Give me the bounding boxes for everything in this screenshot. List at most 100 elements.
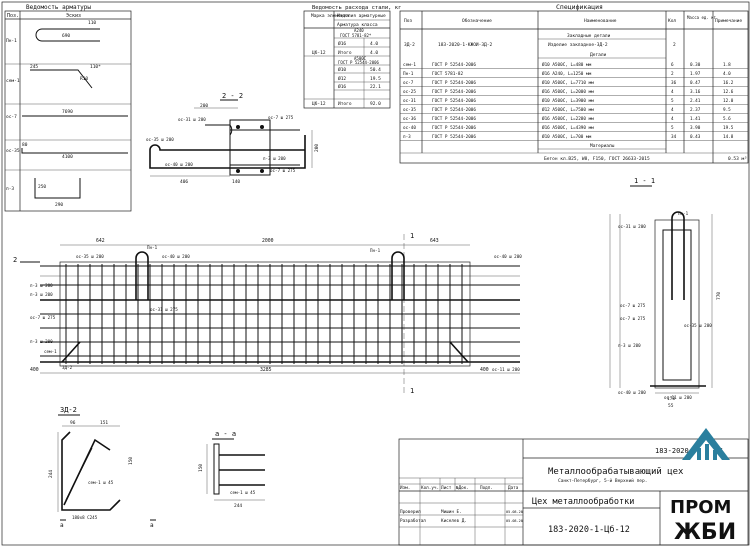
section-1-1: 1 - 1 178 55 770 Пн-1 ос-31 ш 200 ос-7 ш… [609, 177, 722, 409]
svg-text:ос-35 ш 200: ос-35 ш 200 [76, 254, 104, 259]
spec-cell-note: 14.8 [723, 134, 734, 140]
schedule-row-pos: п-3 [6, 186, 14, 192]
svg-text:244: 244 [48, 470, 54, 478]
spec-cell-pos: п-3 [403, 134, 411, 140]
doc-code: 183-2020-1-Цб-12 [548, 524, 630, 535]
svg-text:770: 770 [716, 292, 722, 300]
dim-642: 642 [96, 238, 105, 244]
svg-text:п-3 ш 200: п-3 ш 200 [30, 339, 53, 344]
dim-2000: 2000 [262, 238, 274, 244]
org-name: Металлообрабатывающий цех [548, 466, 684, 477]
spec-cell-qty: 2 [671, 71, 674, 77]
spec-cell-name: Ø16 А240, L=1250 мм [542, 70, 592, 77]
spec-cell-code: ГОСТ Р 52544-2006 [432, 125, 476, 131]
spec-cell-qty: 34 [671, 134, 677, 140]
svg-text:245: 245 [30, 64, 38, 70]
zd2-title: ЗД-2 [60, 406, 77, 414]
schedule-row-pos: сем-1 [6, 78, 20, 84]
section-a-a: а - а 150 244 сем-1 ш 45 [198, 430, 265, 509]
spec-cell-code: ГОСТ Р 52544-2006 [432, 116, 476, 122]
svg-text:Обозначение: Обозначение [462, 17, 492, 24]
svg-text:п-3 ш 200: п-3 ш 200 [30, 292, 53, 297]
svg-text:150: 150 [128, 457, 134, 465]
svg-text:ЗД-2: ЗД-2 [404, 42, 415, 48]
sketch-os35 [21, 148, 128, 154]
main-elevation: 642 2000 643 2 1 1 400 3285 400 ос-35 ш … [13, 232, 522, 396]
svg-text:ос-7 ш 275: ос-7 ш 275 [268, 115, 294, 120]
svg-text:4.0: 4.0 [370, 41, 378, 47]
spec-cell-qty: 4 [671, 107, 674, 113]
specification-table: Спецификация Поз Обозначение Наименовани… [399, 3, 749, 164]
svg-text:ос-31 ш 200: ос-31 ш 200 [618, 224, 646, 229]
svg-text:Пн-1: Пн-1 [678, 211, 689, 216]
svg-text:ос-7 ш 275: ос-7 ш 275 [30, 315, 56, 320]
svg-text:50.4: 50.4 [370, 67, 381, 73]
svg-text:ос-31 ш 200: ос-31 ш 200 [178, 117, 206, 122]
svg-text:110: 110 [88, 20, 96, 26]
spec-cell-note: 12.0 [723, 98, 734, 104]
sketch-sem1 [30, 69, 93, 89]
svg-text:ос-11 ш 200: ос-11 ш 200 [492, 367, 520, 372]
svg-text:4100: 4100 [62, 154, 73, 160]
schedule-title: Ведомость арматуры [26, 4, 91, 11]
svg-text:Подп.: Подп. [480, 485, 493, 491]
svg-text:Примечание: Примечание [715, 18, 742, 24]
spec-cell-mass: 2.37 [690, 107, 701, 113]
svg-text:2: 2 [673, 42, 676, 48]
svg-text:ос-7 ш 275: ос-7 ш 275 [620, 316, 646, 321]
spec-cell-name: Ø10 А500С, L=7710 мм [542, 79, 594, 86]
svg-text:Марка элемента: Марка элемента [311, 13, 349, 19]
svg-text:Кол: Кол [668, 18, 676, 24]
svg-text:Итого: Итого [338, 101, 352, 107]
svg-text:1: 1 [410, 387, 414, 395]
spec-cell-pos: ос-35 [403, 107, 416, 113]
svg-text:п-3 ш 200: п-3 ш 200 [30, 283, 53, 288]
embedded-part-zd2: ЗД-2 244 96 151 150 а а сем-1 ш 45 180х8… [48, 406, 156, 529]
spec-cell-note: 5.6 [723, 116, 731, 122]
svg-text:140: 140 [232, 179, 240, 185]
svg-text:178: 178 [667, 396, 675, 402]
svg-text:Ø16: Ø16 [338, 83, 346, 90]
svg-text:Детали: Детали [590, 52, 607, 58]
svg-text:п-3 ш 200: п-3 ш 200 [263, 156, 286, 161]
spec-cell-mass: 1.41 [690, 116, 701, 122]
schedule-row-pos: ос-35 [6, 148, 20, 154]
svg-text:05.08.20: 05.08.20 [506, 519, 523, 523]
spec-cell-note: 19.5 [723, 125, 734, 131]
lifting-loop [391, 251, 405, 300]
sketch-pn1 [35, 28, 100, 42]
svg-text:96: 96 [70, 420, 76, 426]
stirrup-set [65, 264, 463, 364]
svg-text:22.1: 22.1 [370, 84, 381, 90]
svg-text:п-3 ш 200: п-3 ш 200 [618, 343, 641, 348]
svg-text:110*: 110* [90, 64, 101, 70]
spec-cell-qty: 5 [671, 98, 674, 104]
spec-cell-qty: 4 [671, 116, 674, 122]
svg-text:Изм.: Изм. [400, 485, 410, 491]
svg-text:Разработал: Разработал [400, 517, 426, 524]
svg-text:183-2020-1-КЖОИ-ЗД-2: 183-2020-1-КЖОИ-ЗД-2 [438, 42, 492, 48]
svg-text:Бетон кл.В25, W8, F150, ГОСТ 2: Бетон кл.В25, W8, F150, ГОСТ 26633-2015 [544, 156, 650, 162]
svg-text:Дата: Дата [508, 485, 519, 491]
section-2-2: 2 - 2 200 406 140 200 ос-31 ш 200 ос-7 ш… [146, 92, 320, 185]
spec-cell-qty: 5 [671, 125, 674, 131]
svg-text:55: 55 [668, 403, 674, 409]
svg-text:ос-7 ш 275: ос-7 ш 275 [620, 303, 646, 308]
spec-cell-pos: ос-40 [403, 125, 416, 131]
spec-cell-qty: 6 [671, 62, 674, 68]
svg-text:250: 250 [38, 184, 46, 190]
spec-cell-note: 9.5 [723, 107, 731, 113]
svg-text:ос-31 ш 275: ос-31 ш 275 [150, 307, 178, 312]
svg-text:4.0: 4.0 [370, 50, 378, 56]
spec-cell-mass: 0.30 [690, 62, 701, 68]
spec-cell-qty: 4 [671, 89, 674, 95]
svg-text:244: 244 [234, 503, 242, 509]
svg-text:ГОСТ 5781-82*: ГОСТ 5781-82* [340, 33, 372, 38]
svg-text:Цб-12: Цб-12 [312, 49, 326, 56]
svg-text:Арматура класса: Арматура класса [337, 22, 378, 28]
svg-text:ос-35 ш 200: ос-35 ш 200 [684, 323, 712, 328]
spec-cell-code: ГОСТ Р 52544-2006 [432, 98, 476, 104]
svg-text:Кол.уч.: Кол.уч. [421, 485, 439, 491]
